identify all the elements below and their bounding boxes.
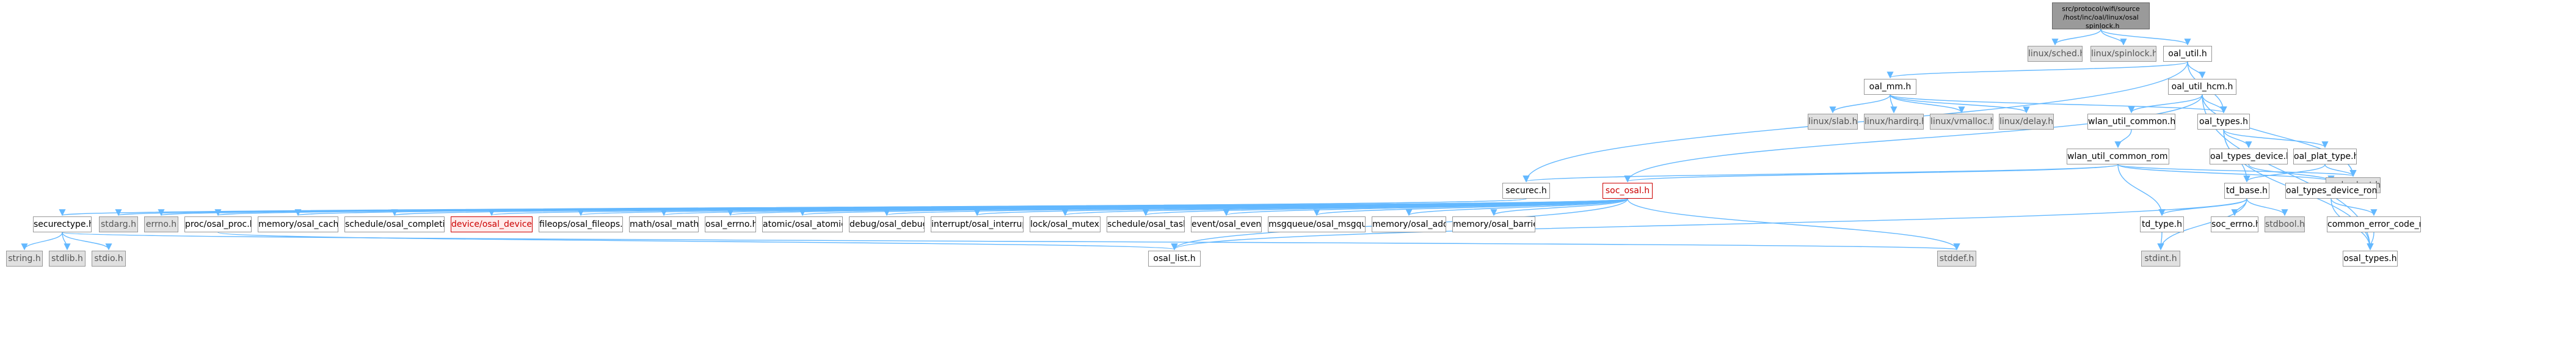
- edge-td_base-to-stdbool: [2246, 198, 2288, 216]
- edge-common_error_code_rom-to-osal_types: [2367, 232, 2374, 251]
- edge-oal_mm-to-oal_types: [1890, 94, 2227, 114]
- edge-root-to-linux_sched: [2051, 29, 2101, 46]
- node-string[interactable]: string.h: [6, 251, 43, 267]
- edge-root-to-oal_util: [2100, 29, 2191, 46]
- node-oal-util-hcm[interactable]: oal_util_hcm.h: [2168, 79, 2236, 95]
- node-osal-errno[interactable]: osal_errno.h: [705, 216, 756, 232]
- node-linux-delay[interactable]: linux/delay.h: [1999, 114, 2054, 130]
- edge-soc_osal-to-memory_osal_barrier: [1490, 198, 1628, 216]
- root-path-line-3: _spinlock.h: [2082, 22, 2120, 29]
- node-oal-mm[interactable]: oal_mm.h: [1864, 79, 1916, 95]
- node-fileops-osal-fileops[interactable]: fileops/osal_fileops.h: [539, 216, 623, 232]
- node-stdio[interactable]: stdio.h: [92, 251, 126, 267]
- edge-wlan_util_common_rom-to-oal_types_device_rom: [2117, 164, 2335, 183]
- node-td-base[interactable]: td_base.h: [2224, 183, 2269, 199]
- node-linux-slab[interactable]: linux/slab.h: [1808, 114, 1858, 130]
- node-securectype[interactable]: securectype.h: [33, 216, 92, 232]
- edge-td_base-to-osal_list: [1171, 198, 2247, 251]
- node-schedule-osal-task[interactable]: schedule/osal_task.h: [1107, 216, 1185, 232]
- root-path-line-2: /host/inc/oal/linux/osal: [2063, 13, 2139, 21]
- edge-oal_util-to-oal_mm: [1887, 61, 2188, 79]
- edge-wlan_util_common_rom-to-soc_osal: [1625, 164, 2119, 183]
- node-linux-spinlock[interactable]: linux/spinlock.h: [2090, 46, 2156, 62]
- node-oal-util[interactable]: oal_util.h: [2163, 46, 2212, 62]
- node-wlan-util-common-rom[interactable]: wlan_util_common_rom.h: [2067, 149, 2169, 164]
- edge-oal_types-to-oal_plat_type: [2223, 129, 2329, 149]
- edge-soc_osal-to-stddef: [1627, 198, 1960, 251]
- edge-wlan_util_common-to-wlan_util_common_rom: [2114, 129, 2132, 149]
- node-memory-osal-addr[interactable]: memory/osal_addr.h: [1372, 216, 1446, 232]
- edge-oal_util-to-oal_util_hcm: [2187, 61, 2206, 79]
- node-linux-vmalloc[interactable]: linux/vmalloc.h: [1930, 114, 1993, 130]
- edge-wlan_util_common_rom-to-td_type: [2117, 164, 2166, 216]
- root-file-node[interactable]: src/protocol/wifi/source /host/inc/oal/l…: [2052, 2, 2150, 29]
- node-common-error-code-rom[interactable]: common_error_code_rom.h: [2327, 216, 2421, 232]
- edge-oal_mm-to-linux_delay: [1890, 94, 2030, 114]
- node-stdlib[interactable]: stdlib.h: [49, 251, 86, 267]
- edge-root-to-linux_spinlock: [2100, 29, 2127, 46]
- edge-proc_osal_proc-to-osal_list: [217, 232, 1177, 251]
- node-event-osal-event[interactable]: event/osal_event.h: [1191, 216, 1262, 232]
- node-msgqueue-osal-msgqueue[interactable]: msgqueue/osal_msgqueue.h: [1268, 216, 1366, 232]
- node-oal-types-device-rom[interactable]: oal_types_device_rom.h: [2285, 183, 2377, 199]
- edge-wlan_util_common_rom-to-securec: [1523, 164, 2119, 183]
- node-proc-osal-proc[interactable]: proc/osal_proc.h: [184, 216, 252, 232]
- edge-oal_mm-to-linux_slab: [1829, 94, 1891, 114]
- node-schedule-osal-completion[interactable]: schedule/osal_completion.h: [344, 216, 445, 232]
- edge-oal_mm-to-linux_hardirq: [1890, 94, 1897, 114]
- node-wlan-util-common[interactable]: wlan_util_common.h: [2087, 114, 2175, 130]
- node-securec[interactable]: securec.h: [1502, 183, 1550, 199]
- node-oal-types-device[interactable]: oal_types_device.h: [2210, 149, 2288, 164]
- edge-oal_plat_type-to-td_base: [2243, 164, 2326, 183]
- node-math-osal-math[interactable]: math/osal_math.h: [629, 216, 699, 232]
- edge-wlan_util_common_rom-to-osal_adapt: [2117, 164, 2357, 177]
- edge-soc_osal-to-msgqueue_osal_msgqueue: [1313, 198, 1628, 216]
- node-memory-osal-barrier[interactable]: memory/osal_barrier.h: [1452, 216, 1535, 232]
- node-td-type[interactable]: td_type.h: [2140, 216, 2184, 232]
- node-osal-types[interactable]: osal_types.h: [2343, 251, 2398, 267]
- edge-oal_plat_type-to-osal_adapt: [2324, 164, 2357, 177]
- edge-oal_util_hcm-to-soc_osal: [1624, 94, 2203, 183]
- node-memory-osal-cache[interactable]: memory/osal_cache.h: [258, 216, 338, 232]
- edge-securectype-to-stdlib: [62, 232, 71, 251]
- node-stdint[interactable]: stdint.h: [2141, 251, 2180, 267]
- edge-oal_mm-to-linux_vmalloc: [1890, 94, 1965, 114]
- node-stddef[interactable]: stddef.h: [1937, 251, 1976, 267]
- node-soc-osal[interactable]: soc_osal.h: [1603, 183, 1653, 199]
- node-osal-list[interactable]: osal_list.h: [1148, 251, 1201, 267]
- edge-oal_types_device_rom-to-common_error_code_rom: [2330, 198, 2378, 216]
- edge-securectype-to-stdio: [62, 232, 112, 251]
- edge-securectype-to-string: [21, 232, 63, 251]
- edge-securectype-to-stddef: [62, 232, 1959, 251]
- edge-td_type-to-stdint: [2157, 232, 2164, 251]
- node-stdbool[interactable]: stdbool.h: [2265, 216, 2305, 232]
- node-interrupt-osal-interrupt[interactable]: interrupt/osal_interrupt.h: [931, 216, 1024, 232]
- edge-oal_types-to-oal_types_device: [2223, 129, 2252, 149]
- edge-td_base-to-stdint: [2157, 198, 2247, 251]
- edge-td_base-to-td_type: [2158, 198, 2247, 216]
- edge-oal_util_hcm-to-oal_types: [2202, 94, 2227, 114]
- node-soc-errno[interactable]: soc_errno.h: [2211, 216, 2258, 232]
- node-errno[interactable]: errno.h: [144, 216, 178, 232]
- node-atomic-osal-atomic[interactable]: atomic/osal_atomic.h: [762, 216, 843, 232]
- node-stdarg[interactable]: stdarg.h: [99, 216, 138, 232]
- node-oal-plat-type[interactable]: oal_plat_type.h: [2293, 149, 2357, 164]
- node-debug-osal-debug[interactable]: debug/osal_debug.h: [849, 216, 925, 232]
- root-path-line-1: src/protocol/wifi/source: [2062, 5, 2140, 13]
- node-oal-types[interactable]: oal_types.h: [2197, 114, 2250, 130]
- node-lock-osal-mutex[interactable]: lock/osal_mutex.h: [1030, 216, 1101, 232]
- node-device-osal-device[interactable]: device/osal_device.h: [451, 216, 533, 232]
- node-linux-sched[interactable]: linux/sched.h: [2028, 46, 2083, 62]
- node-linux-hardirq[interactable]: linux/hardirq.h: [1864, 114, 1924, 130]
- edge-soc_osal-to-event_osal_event: [1223, 198, 1628, 216]
- edge-soc_osal-to-memory_osal_addr: [1405, 198, 1628, 216]
- edge-oal_util_hcm-to-wlan_util_common: [2128, 94, 2203, 114]
